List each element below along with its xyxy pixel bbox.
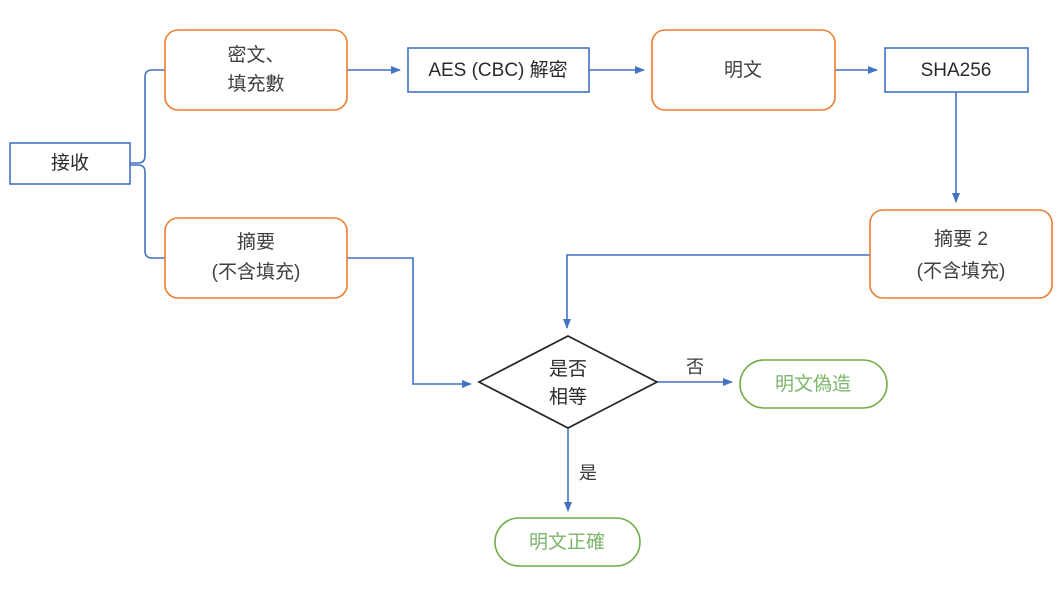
node-is-equal-label-line2: 相等 xyxy=(549,386,587,408)
edge-receive-to-digest xyxy=(130,164,165,259)
node-receive[interactable]: 接收 xyxy=(9,142,131,185)
node-digest-2-label-line1: 摘要 2 xyxy=(934,228,988,250)
node-is-equal-shape[interactable] xyxy=(477,335,659,429)
node-plaintext-forged-label: 明文偽造 xyxy=(775,373,851,395)
node-sha256[interactable]: SHA256 xyxy=(884,47,1029,93)
node-is-equal-label-line1: 是否 xyxy=(549,359,587,380)
node-is-equal-decision[interactable]: 是否 相等 xyxy=(477,335,659,429)
node-plaintext-forged-shape[interactable] xyxy=(739,359,888,409)
node-plaintext[interactable]: 明文 xyxy=(651,29,836,111)
node-digest-shape[interactable] xyxy=(164,217,348,299)
edge-label-yes: 是 xyxy=(579,463,597,483)
node-aes-cbc-decrypt-shape[interactable] xyxy=(407,47,590,93)
edge-digest-to-decision xyxy=(347,257,472,388)
node-plaintext-correct-label: 明文正確 xyxy=(529,531,605,553)
node-receive-label: 接收 xyxy=(51,152,89,174)
edge-receive-to-ciphertext xyxy=(130,69,165,164)
node-digest-label-line2: (不含填充) xyxy=(212,261,301,283)
edge-label-no: 否 xyxy=(686,357,704,377)
node-digest-label-line1: 摘要 xyxy=(237,231,275,253)
node-aes-cbc-decrypt-label: AES (CBC) 解密 xyxy=(428,59,567,81)
node-ciphertext-padding[interactable]: 密文、 填充數 xyxy=(164,29,348,111)
node-sha256-shape[interactable] xyxy=(884,47,1029,93)
node-aes-cbc-decrypt[interactable]: AES (CBC) 解密 xyxy=(407,47,590,93)
node-plaintext-correct-shape[interactable] xyxy=(494,517,641,567)
node-sha256-label: SHA256 xyxy=(921,60,992,81)
node-ciphertext-padding-label-line1: 密文、 xyxy=(227,44,284,66)
edge-digest2-to-decision xyxy=(563,254,870,329)
node-plaintext-label: 明文 xyxy=(724,59,762,81)
node-plaintext-shape[interactable] xyxy=(651,29,836,111)
node-ciphertext-padding-shape[interactable] xyxy=(164,29,348,111)
node-receive-shape[interactable] xyxy=(9,142,131,185)
node-digest[interactable]: 摘要 (不含填充) xyxy=(164,217,348,299)
connector-layer xyxy=(130,66,960,512)
node-plaintext-forged[interactable]: 明文偽造 xyxy=(739,359,888,409)
node-digest-2[interactable]: 摘要 2 (不含填充) xyxy=(869,209,1053,299)
node-ciphertext-padding-label-line2: 填充數 xyxy=(227,73,284,95)
node-digest-2-label-line2: (不含填充) xyxy=(917,260,1006,282)
node-digest-2-shape[interactable] xyxy=(869,209,1053,299)
node-plaintext-correct[interactable]: 明文正確 xyxy=(494,517,641,567)
